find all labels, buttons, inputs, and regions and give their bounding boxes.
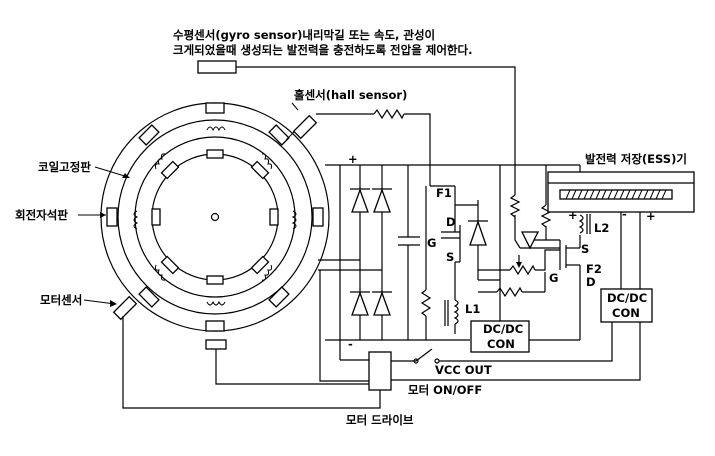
motor-drive-wire	[215, 349, 369, 385]
dcdc2-line2: CON	[612, 306, 640, 320]
f1-g-label: G	[427, 236, 436, 250]
mosfet-f1	[430, 185, 488, 300]
rectifier-bridge	[318, 164, 580, 341]
l2-label: L2	[594, 221, 609, 235]
dcdc2-line1: DC/DC	[607, 291, 647, 305]
hall-sensor	[292, 114, 318, 140]
ess-label: 발전력 저장(ESS)기	[585, 152, 687, 166]
f1-label: F1	[436, 186, 452, 200]
f1-d-label: D	[446, 215, 456, 229]
gyro-note-line1: 수평센서(gyro sensor)내리막길 또는 속도, 관성이	[173, 28, 435, 42]
resistor-pot	[509, 264, 536, 276]
dcdc1-line1: DC/DC	[483, 322, 523, 336]
filter-capacitor	[398, 165, 420, 340]
motor-assembly	[100, 102, 330, 332]
ess-storage	[547, 171, 695, 213]
inductor-l1	[444, 299, 459, 334]
ess-plus-left: +	[568, 208, 578, 222]
motor-onoff-label: 모터 ON/OFF	[408, 383, 482, 397]
f2-g-label: G	[549, 271, 558, 285]
f2-label: F2	[586, 262, 602, 276]
rotor-magnets	[106, 102, 324, 332]
rotor-middle-ring	[117, 119, 313, 315]
motor-sensor-label: 모터센서	[40, 293, 82, 307]
motor-sensor-wire	[122, 316, 381, 409]
plus-top-left: +	[348, 152, 358, 166]
rotor-magnet-label: 회전자석판	[15, 208, 68, 222]
motor-sensor	[112, 295, 138, 321]
coil-windings	[133, 126, 297, 306]
resistor-r4	[496, 286, 523, 298]
l1-label: L1	[465, 302, 480, 316]
resistor-r1	[420, 289, 432, 317]
gyro-sensor-box	[197, 60, 237, 74]
motor-drive-block	[368, 351, 392, 391]
gyro-note-line2: 크게되었을때 생성되는 발전력을 충전하도록 전압을 제어한다.	[173, 43, 472, 57]
gyro-resistor	[509, 194, 521, 218]
f2-d-label: D	[586, 275, 596, 289]
resistor-r3	[540, 204, 552, 228]
ess-minus: -	[622, 207, 627, 221]
coil-blocks	[151, 149, 279, 285]
switch-lever	[415, 348, 433, 362]
motor-drive-label: 모터 드라이브	[346, 413, 414, 427]
f2-s-label: S	[581, 242, 589, 256]
dcdc1-line2: CON	[487, 337, 515, 351]
hall-resistor	[373, 108, 405, 120]
vcc-out-label: VCC OUT	[435, 363, 492, 377]
motor-terminal	[205, 339, 227, 350]
dcdc-converter-2	[600, 288, 653, 323]
ess-plus-right: +	[646, 209, 656, 223]
hall-sensor-label: 홀센서(hall sensor)	[294, 88, 407, 102]
gyro-resistor-lead	[514, 215, 521, 249]
shaft-icon	[210, 212, 220, 222]
coil-plate-arrow	[94, 166, 129, 178]
coil-inner-ring	[134, 136, 296, 298]
coil-plate-label: 코일고정판	[38, 160, 91, 174]
minus-bottom-left: -	[348, 337, 353, 351]
f1-s-label: S	[446, 250, 454, 264]
gyro-wire	[236, 66, 516, 195]
mosfet-f2	[559, 235, 581, 340]
